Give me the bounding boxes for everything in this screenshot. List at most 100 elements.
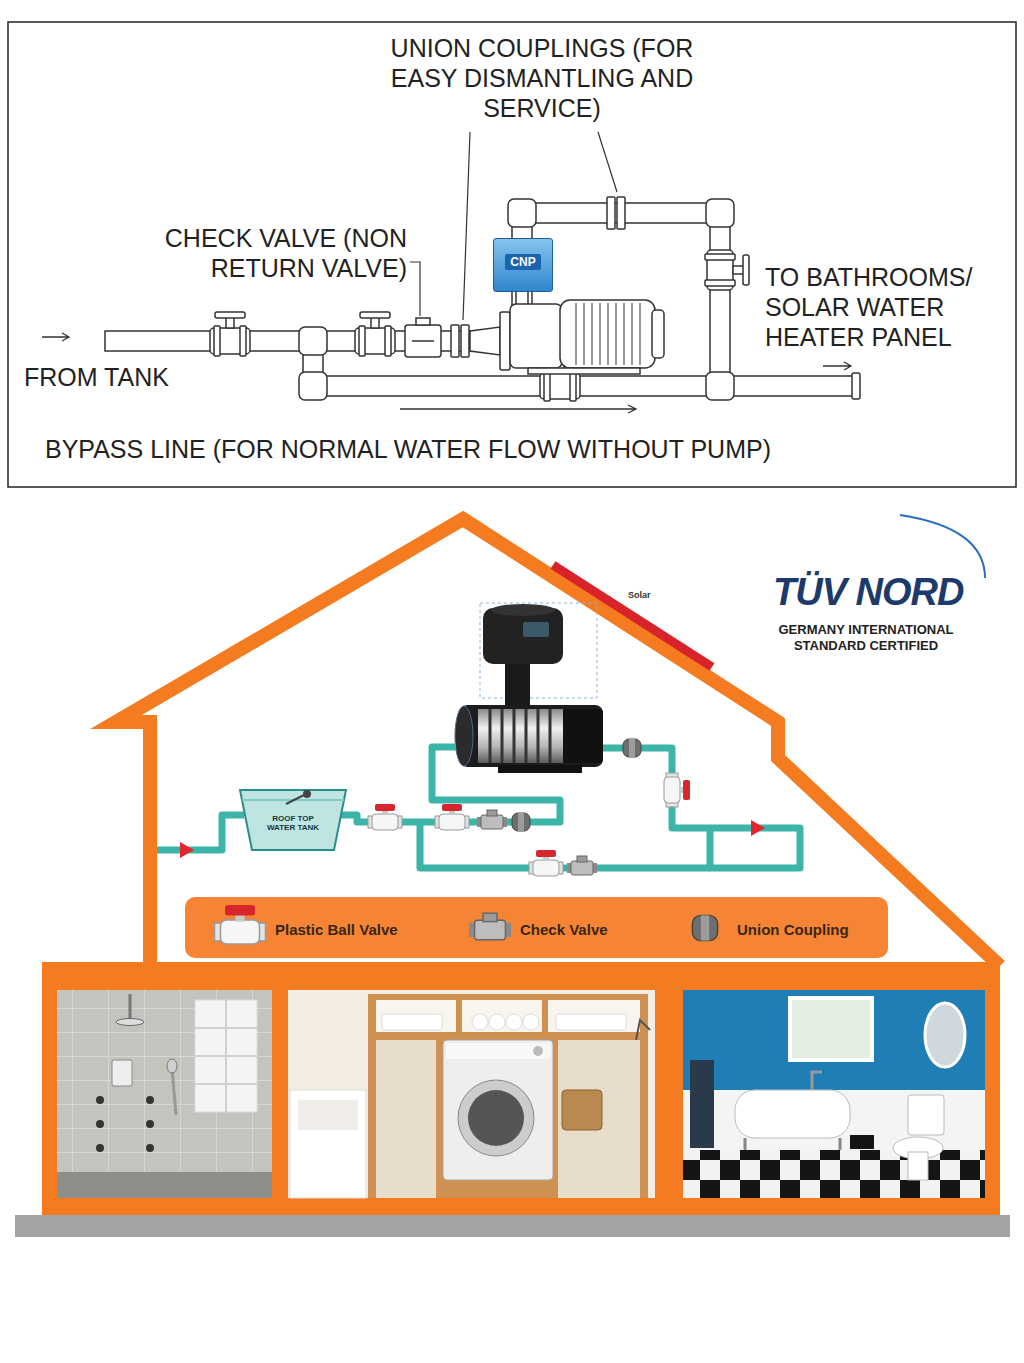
pipe-fitting	[664, 773, 690, 807]
laundry-room	[298, 1100, 358, 1130]
laundry-room	[548, 1000, 640, 1032]
pipe-fitting	[368, 804, 402, 830]
float-arm	[286, 795, 304, 804]
gate-valve	[210, 312, 250, 356]
booster-pump	[490, 709, 550, 763]
laundry-room	[562, 1090, 602, 1130]
shower-room	[172, 1068, 176, 1115]
pipe-fitting	[529, 850, 563, 876]
pipe	[706, 372, 734, 400]
laundry-room	[558, 1040, 640, 1198]
legend-icon	[215, 905, 718, 944]
shower-room	[57, 1172, 272, 1198]
pump-line-art	[576, 303, 640, 365]
house-wall	[985, 962, 1000, 1215]
check-valve	[405, 318, 441, 357]
union-coupling	[617, 197, 625, 229]
bathroom	[790, 998, 872, 1060]
house-wall	[655, 990, 683, 1215]
shower-room	[195, 1000, 257, 1112]
house-wall	[42, 1198, 1000, 1215]
booster-pump	[491, 604, 555, 616]
water-tank: ROOF TOP WATER TANK	[238, 788, 348, 852]
pipe	[299, 372, 327, 400]
tank-outline	[240, 790, 346, 850]
house-outline	[116, 519, 1000, 968]
pump-line-art	[500, 312, 510, 370]
certification-note: GERMANY INTERNATIONAL STANDARD CERTIFIED	[771, 622, 961, 654]
laundry-room	[556, 1014, 626, 1030]
logo-text: TÜV NORD	[773, 570, 963, 614]
pipe-fitting	[567, 856, 597, 875]
shower-room	[57, 990, 272, 1198]
laundry-room	[533, 1046, 543, 1056]
booster-pump	[483, 608, 563, 664]
pump-line-art	[652, 310, 664, 358]
flow-arrow	[823, 362, 851, 370]
shower-room	[112, 1060, 132, 1086]
solar-panel	[553, 565, 712, 667]
laundry-room	[376, 1040, 436, 1198]
laundry-room	[288, 990, 655, 1198]
pipe-fitting	[477, 810, 507, 829]
flow-label: TO BATHROOMS/ SOLAR WATER HEATER PANEL	[765, 262, 1015, 352]
shower-room	[146, 1144, 154, 1152]
laundry-room	[489, 1014, 505, 1030]
union-coupling	[461, 325, 469, 357]
leader-line	[598, 132, 617, 192]
shower-room	[116, 1019, 144, 1026]
leader-line	[410, 132, 617, 320]
pipe	[508, 199, 536, 227]
booster-pump	[563, 709, 603, 763]
water-pipe	[603, 748, 800, 868]
pump-line-art	[528, 368, 640, 374]
legend-icon	[469, 913, 511, 940]
part-label: Solar	[628, 590, 651, 601]
bathroom	[908, 1095, 944, 1135]
house-wall	[42, 962, 57, 1215]
pump-line-art	[510, 304, 562, 368]
pipe-fitting	[512, 813, 530, 831]
check-valve	[412, 340, 434, 342]
laundry-room	[636, 1020, 650, 1040]
flow-arrow	[400, 405, 636, 413]
union-coupling	[607, 197, 615, 229]
pump-line-art	[560, 300, 655, 368]
booster-pump	[480, 603, 597, 698]
laundry-room	[290, 1090, 366, 1198]
flow-arrow	[42, 333, 69, 341]
laundry-room	[472, 1014, 488, 1030]
float-ball	[303, 790, 311, 798]
legend-item: Union Coupling	[737, 920, 849, 939]
house-wall	[42, 962, 1000, 990]
laundry-room	[523, 1014, 539, 1030]
panel-border	[8, 22, 1016, 487]
leader-line	[410, 262, 420, 316]
union-coupling	[451, 325, 459, 357]
legend-bar	[185, 897, 888, 958]
legend-icon	[692, 915, 717, 940]
booster-pump	[478, 709, 563, 763]
flow-arrow	[751, 820, 765, 836]
house-wall	[42, 962, 1000, 1215]
laundry-room	[506, 1014, 522, 1030]
house-wall	[272, 990, 288, 1215]
laundry-room	[468, 1090, 524, 1146]
callout-label: UNION COUPLINGS (FOR EASY DISMANTLING AN…	[366, 33, 718, 123]
note-label: BYPASS LINE (FOR NORMAL WATER FLOW WITHO…	[45, 434, 771, 464]
leader-line	[463, 132, 470, 320]
pipe-fitting	[435, 804, 469, 830]
gate-valve	[705, 250, 749, 290]
laundry-room	[368, 994, 648, 1198]
shower-room	[195, 1000, 257, 1112]
shower-room	[146, 1120, 154, 1128]
shower-room	[96, 1096, 104, 1104]
legend-text: Union Coupling	[737, 921, 849, 938]
laundry-room	[446, 1043, 550, 1059]
shower-room	[57, 990, 272, 1198]
booster-pump	[498, 765, 582, 773]
bathroom	[745, 1138, 840, 1150]
logo-arc	[900, 515, 985, 578]
